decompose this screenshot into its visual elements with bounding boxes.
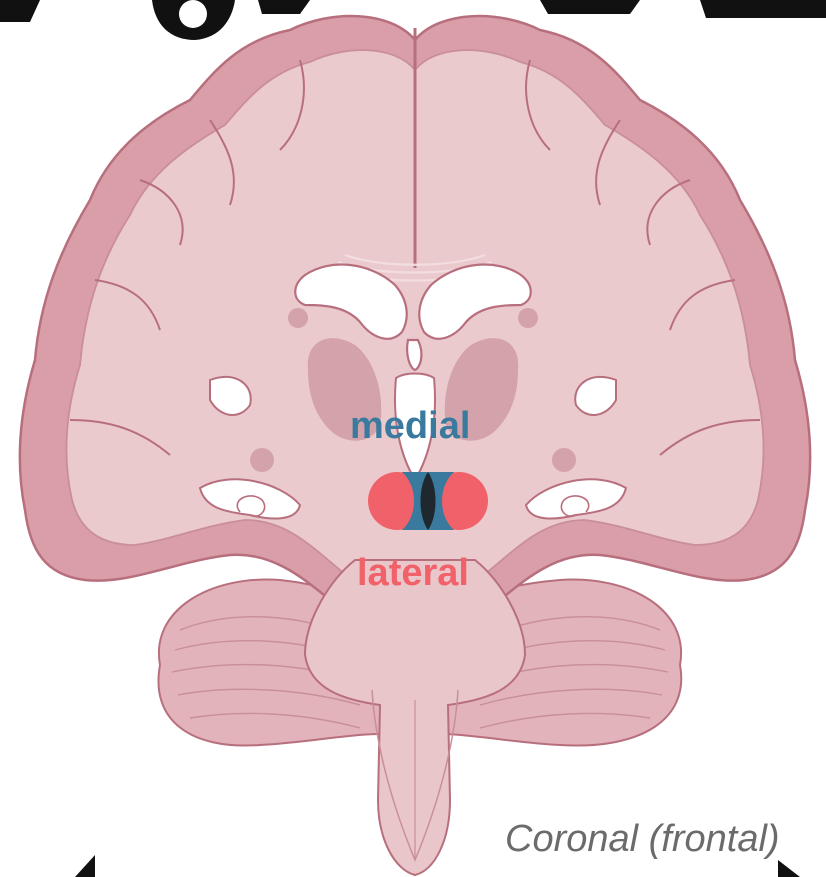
bottom-left-arrow-icon [75,855,95,877]
bottom-right-arrow-icon [778,860,800,877]
view-caption: Coronal (frontal) [505,818,780,861]
cropped-heading-glyphs [0,0,826,40]
medial-lateral-marker-icon [368,472,488,530]
label-medial: medial [350,405,470,448]
label-lateral: lateral [357,552,469,595]
